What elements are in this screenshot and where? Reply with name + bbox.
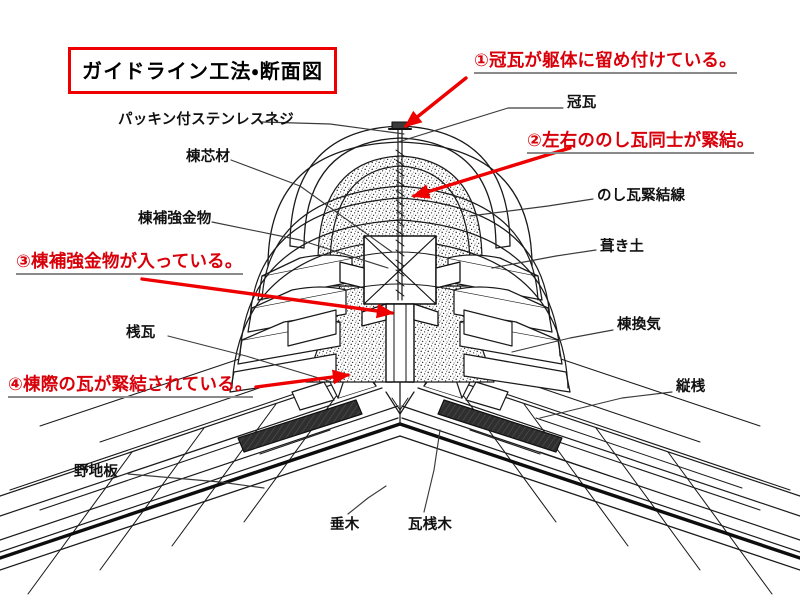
label-fukidotsuchi-leader bbox=[491, 249, 597, 269]
label-tatesan: 縦桟 bbox=[676, 379, 706, 395]
noshigawara-tie-wire bbox=[345, 251, 455, 291]
tatesan-vertical-batten bbox=[259, 429, 611, 477]
callout-2-arrow bbox=[411, 146, 572, 199]
callout-4-arrow bbox=[254, 369, 351, 389]
kawarasangi-batten-right bbox=[437, 399, 563, 453]
label-nojiita: 野地板 bbox=[74, 464, 119, 480]
callout-1-arrow bbox=[404, 76, 468, 128]
callout-3: ③棟補強金物が入っている。 bbox=[16, 253, 243, 275]
kawarasangi-batten-left bbox=[237, 399, 363, 453]
label-taruki: 垂木 bbox=[330, 517, 360, 533]
munashinzai-core-block bbox=[363, 235, 437, 305]
label-nojiita-leader bbox=[127, 473, 265, 489]
title-box: ガイドライン工法・断面図 bbox=[68, 47, 338, 94]
label-kawarasangi-leader bbox=[423, 429, 441, 513]
label-munahokyou-kanamono-leader bbox=[211, 221, 389, 269]
munashinzai-post bbox=[385, 303, 415, 383]
callout-1: ①冠瓦が躯体に留め付けている。 bbox=[474, 52, 737, 74]
label-sangawara: 桟瓦 bbox=[126, 325, 156, 341]
roof-cross-lines-right bbox=[451, 351, 773, 595]
label-packing-screw: パッキン付ステンレスネジ bbox=[118, 112, 294, 128]
label-sangawara-leader bbox=[167, 335, 333, 383]
nojiita-sheathing-thin bbox=[0, 435, 800, 571]
leader-lines bbox=[127, 107, 673, 515]
label-munakanki-leader bbox=[511, 329, 614, 353]
label-noshigawara-kinketsusen: のし瓦緊結線 bbox=[597, 188, 686, 204]
label-munakanki: 棟換気 bbox=[617, 317, 662, 333]
label-tatesan-leader bbox=[539, 391, 673, 419]
label-packing-screw-leader bbox=[261, 121, 405, 135]
label-noshigawara-kinketsusen-leader bbox=[469, 198, 594, 217]
label-fukidotsuchi: 葺き土 bbox=[600, 239, 645, 255]
kanmurigawara-cap-tile bbox=[267, 125, 533, 267]
callout-3-arrow bbox=[140, 277, 395, 319]
stainless-screw bbox=[387, 121, 413, 301]
page-title: ガイドライン工法・断面図 bbox=[82, 59, 324, 83]
label-kanmurigawara-leader bbox=[397, 107, 564, 143]
nojiita-sheathing bbox=[0, 422, 800, 560]
munahokyou-kanamono-bracket bbox=[339, 261, 461, 327]
label-kawarasangi: 瓦桟木 bbox=[408, 517, 453, 533]
callout-2: ②左右ののし瓦同士が緊結。 bbox=[527, 132, 755, 154]
munakanki-vent bbox=[287, 309, 513, 347]
callout-4: ④棟際の瓦が緊結されている。 bbox=[8, 376, 253, 398]
label-kanmurigawara: 冠瓦 bbox=[567, 95, 597, 111]
label-munashinzai-leader bbox=[230, 159, 393, 253]
roof-plane-right bbox=[401, 371, 800, 553]
label-taruki-leader bbox=[347, 485, 387, 515]
label-munahokyou-kanamono: 棟補強金物 bbox=[138, 211, 212, 227]
callout-arrows bbox=[140, 76, 572, 389]
label-munashinzai: 棟芯材 bbox=[186, 149, 231, 165]
